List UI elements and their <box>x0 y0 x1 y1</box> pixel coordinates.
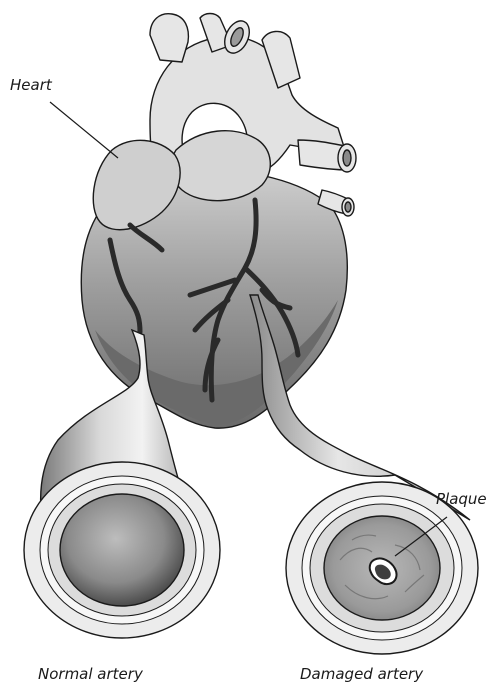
heart-leader-line <box>50 102 118 158</box>
vessel-top-left <box>150 14 188 62</box>
heart-illustration <box>81 14 356 429</box>
damaged-artery-label: Damaged artery <box>300 665 423 683</box>
plaque-label: Plaque <box>436 490 487 508</box>
heart-label: Heart <box>10 76 52 94</box>
normal-artery-lumen <box>60 494 184 606</box>
pulmonary-trunk <box>171 131 270 201</box>
normal-artery-label: Normal artery <box>38 665 143 683</box>
